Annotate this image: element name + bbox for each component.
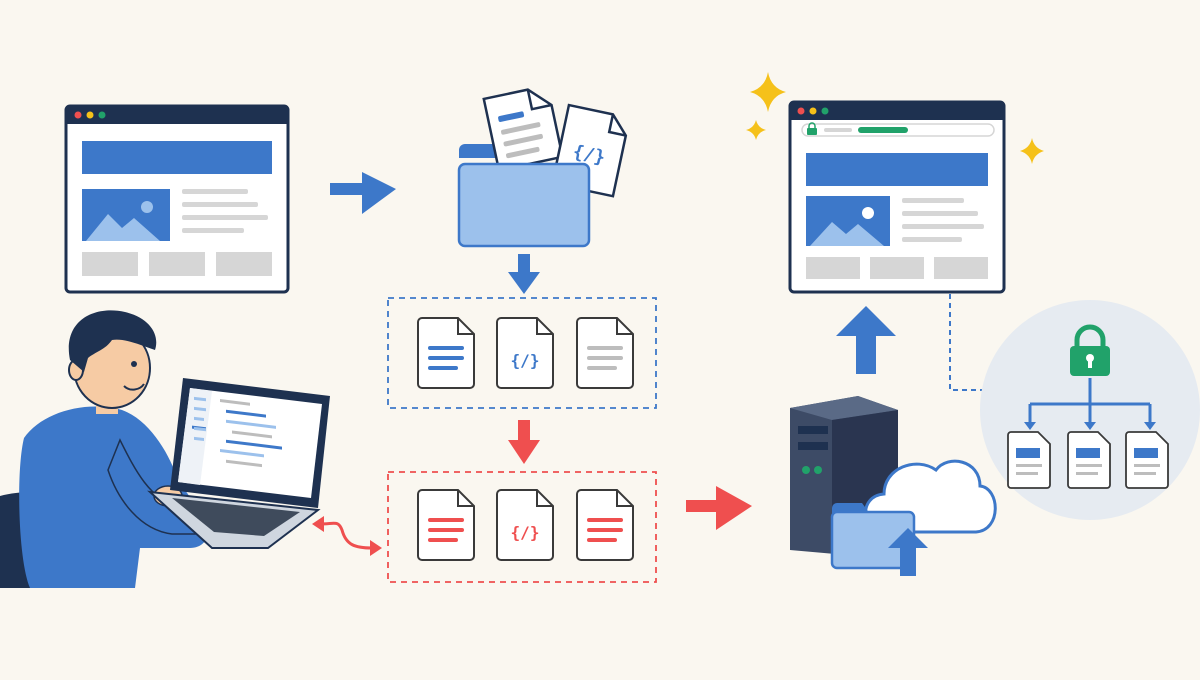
arrow-up-icon xyxy=(836,306,896,374)
text-file-icon xyxy=(576,489,634,561)
window-dot-red xyxy=(797,107,805,115)
laptop-icon xyxy=(147,378,330,549)
lock-icon xyxy=(807,122,817,135)
edited-files-group: {/} xyxy=(387,471,657,583)
arrow-right-icon xyxy=(330,172,396,214)
arrow-down-red-icon xyxy=(508,420,540,464)
source-folder-icon: {/} xyxy=(457,88,628,248)
svg-text:{/}: {/} xyxy=(511,523,540,542)
window-dot-yellow xyxy=(809,107,817,115)
deployed-webpage-mockup xyxy=(788,100,1006,294)
secure-access-circle xyxy=(980,300,1200,520)
sync-arrow-icon xyxy=(312,516,382,556)
text-file-icon xyxy=(576,317,634,389)
sparkle-icon xyxy=(746,72,1044,164)
svg-text:{/}: {/} xyxy=(511,351,540,370)
lock-icon xyxy=(1070,324,1110,376)
protected-file-icon xyxy=(1067,431,1111,489)
upload-folder-icon xyxy=(830,503,928,576)
window-dot-green xyxy=(821,107,829,115)
banner-block xyxy=(806,153,988,186)
protected-file-icon xyxy=(1125,431,1169,489)
window-dot-green xyxy=(98,111,106,119)
source-webpage-mockup xyxy=(64,104,290,294)
document-file-icon xyxy=(417,317,475,389)
window-dot-yellow xyxy=(86,111,94,119)
code-file-icon: {/} xyxy=(496,489,554,561)
load-progress-bar xyxy=(858,127,908,133)
arrow-down-icon xyxy=(508,254,540,294)
window-dot-red xyxy=(74,111,82,119)
processed-files-group: {/} xyxy=(387,297,657,409)
banner-block xyxy=(82,141,272,174)
document-file-icon xyxy=(417,489,475,561)
code-file-icon: {/} xyxy=(496,317,554,389)
protected-file-icon xyxy=(1007,431,1051,489)
arrow-right-red-icon xyxy=(686,486,752,530)
